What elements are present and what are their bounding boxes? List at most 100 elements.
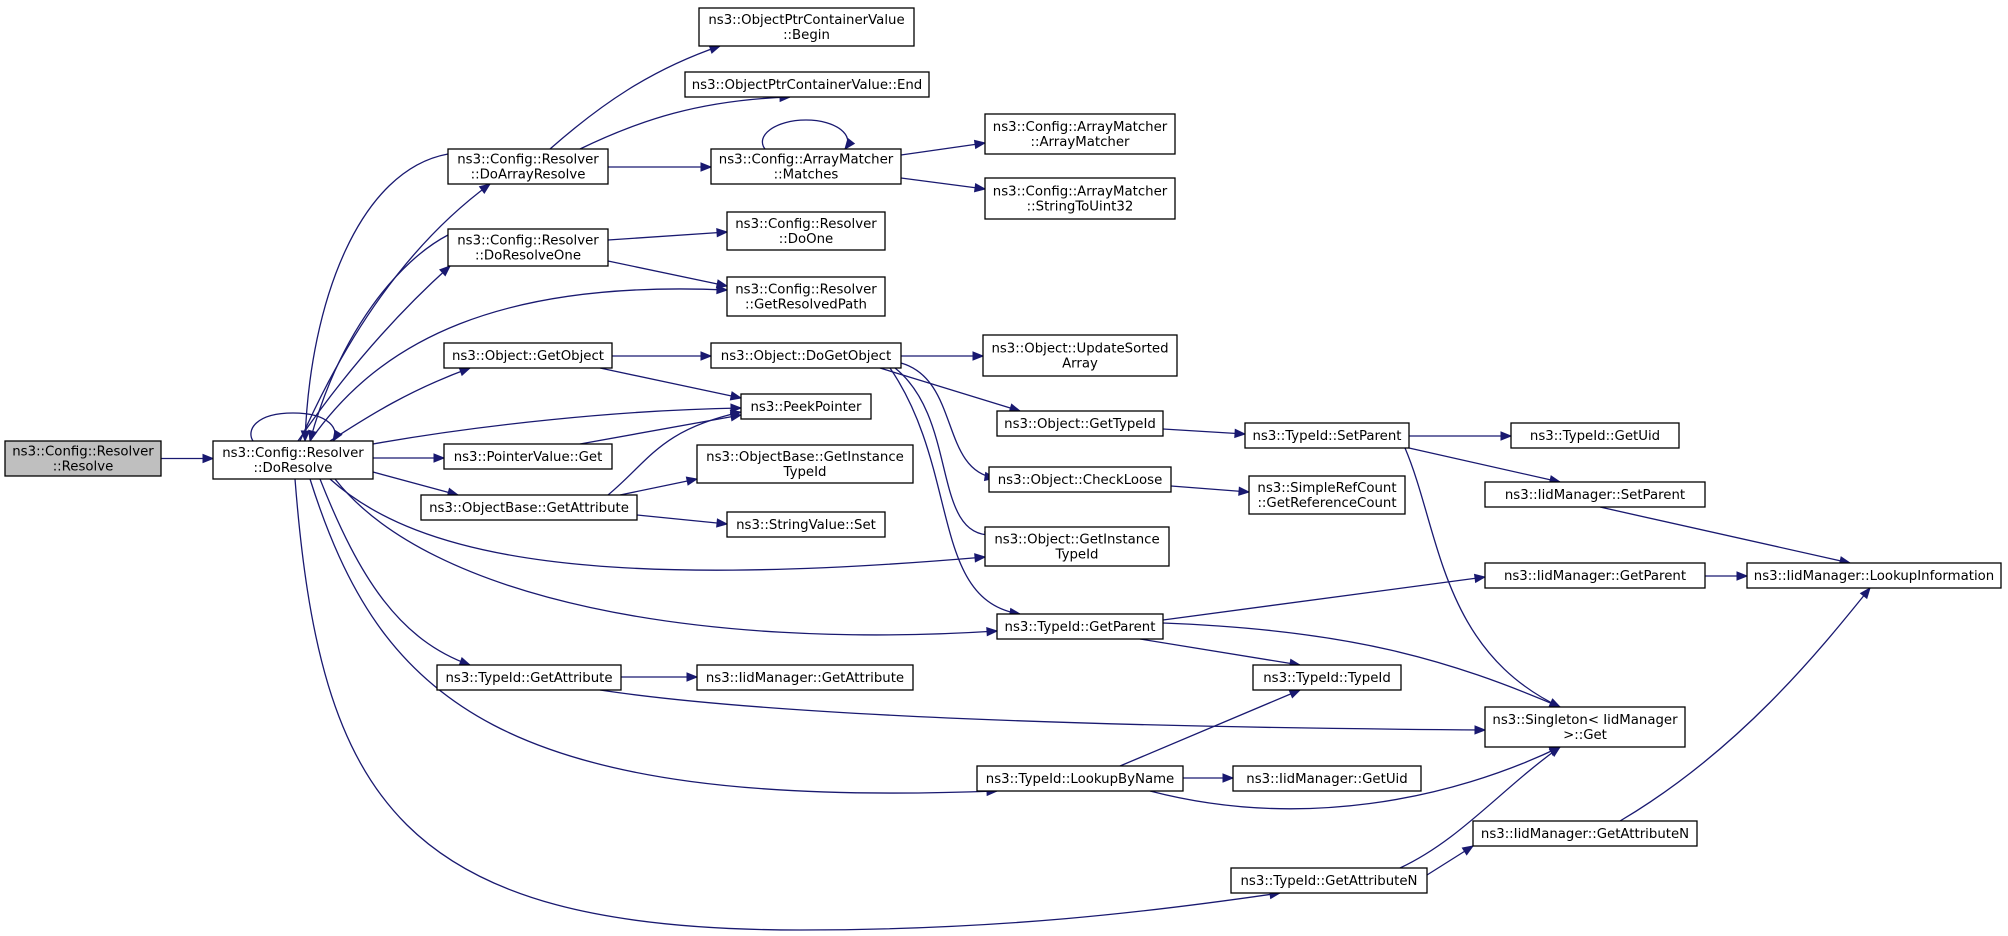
node-doresolve[interactable]: ns3::Config::Resolver::DoResolve (212, 440, 374, 480)
node-box (1230, 867, 1428, 894)
edge-doresolve-to-tidgetparent (334, 478, 999, 637)
edge-line (900, 142, 986, 156)
arrowhead-icon (716, 518, 729, 528)
edge-tidgetattribute-to-singletonget (599, 689, 1487, 735)
node-tidgetattribute[interactable]: ns3::TypeId::GetAttribute (436, 664, 622, 691)
node-label: ::GetResolvedPath (745, 298, 867, 313)
node-tidsetparent[interactable]: ns3::TypeId::SetParent (1244, 422, 1410, 449)
edge-line (1139, 638, 1301, 666)
arrowhead-icon (1238, 486, 1251, 496)
node-box (696, 444, 914, 484)
node-getobject[interactable]: ns3::Object::GetObject (443, 342, 613, 369)
node-box (1510, 422, 1680, 449)
edge-doresolve-to-objgetinstancetypeid (329, 478, 987, 571)
node-amatches[interactable]: ns3::Config::ArrayMatcher::Matches (710, 148, 902, 185)
edge-line (579, 96, 791, 150)
node-box (1484, 481, 1706, 508)
edge-doresolve-to-pvget (373, 453, 446, 463)
node-checkloose[interactable]: ns3::Object::CheckLoose (988, 466, 1172, 493)
node-tidtypeid[interactable]: ns3::TypeId::TypeId (1252, 664, 1402, 691)
node-resolve[interactable]: ns3::Config::Resolver::Resolve (4, 440, 162, 477)
node-dogetobject[interactable]: ns3::Object::DoGetObject (710, 342, 902, 369)
edge-dogetobject-to-updatesorted (901, 351, 985, 361)
node-label: Array (1062, 357, 1098, 372)
node-doresolveone[interactable]: ns3::Config::Resolver::DoResolveOne (447, 228, 609, 267)
node-iidgetparent[interactable]: ns3::IidManager::GetParent (1484, 562, 1706, 589)
edges-layer (161, 44, 1871, 931)
node-label: ns3::Config::ArrayMatcher (719, 153, 894, 168)
node-label: ns3::ObjectPtrContainerValue (708, 13, 904, 28)
arrowhead-icon (730, 403, 743, 413)
node-box (984, 526, 1170, 567)
node-getresolvedpath[interactable]: ns3::Config::Resolver::GetResolvedPath (726, 276, 886, 317)
node-pvget[interactable]: ns3::PointerValue::Get (443, 443, 613, 470)
node-label: ns3::Object::GetTypeId (1004, 417, 1156, 432)
node-lookupbyname[interactable]: ns3::TypeId::LookupByName (976, 765, 1184, 792)
arrowhead-icon (685, 476, 699, 486)
node-box (982, 334, 1178, 377)
edge-line (1162, 576, 1486, 621)
arrowhead-icon (433, 453, 446, 463)
node-box (740, 393, 872, 420)
node-label: ns3::Config::ArrayMatcher (993, 120, 1168, 135)
node-iidgetattribute[interactable]: ns3::IidManager::GetAttribute (696, 664, 914, 691)
node-obgetattribute[interactable]: ns3::ObjectBase::GetAttribute (420, 494, 638, 521)
node-label: ::ArrayMatcher (1031, 135, 1131, 150)
node-label: ns3::Object::GetObject (452, 349, 604, 364)
node-lookupinfo[interactable]: ns3::IidManager::LookupInformation (1746, 562, 2002, 589)
node-label: ns3::TypeId::LookupByName (986, 772, 1174, 787)
node-iidsetparent[interactable]: ns3::IidManager::SetParent (1484, 481, 1706, 508)
node-doarrayresolve[interactable]: ns3::Config::Resolver::DoArrayResolve (447, 148, 609, 185)
node-label: ns3::TypeId::GetParent (1005, 620, 1156, 635)
node-label: ns3::PointerValue::Get (454, 450, 603, 465)
node-box (710, 148, 902, 185)
node-svset[interactable]: ns3::StringValue::Set (726, 511, 886, 538)
arrowhead-icon (973, 139, 987, 150)
edge-line (636, 514, 728, 525)
arrowhead-icon (308, 429, 318, 443)
node-opcend[interactable]: ns3::ObjectPtrContainerValue::End (684, 71, 930, 98)
node-box (447, 228, 609, 267)
arrowhead-icon (700, 162, 713, 172)
arrowhead-icon (715, 279, 729, 289)
node-objgettypeid[interactable]: ns3::Object::GetTypeId (996, 410, 1164, 437)
node-doone[interactable]: ns3::Config::Resolver::DoOne (726, 211, 886, 251)
node-stringtouint32[interactable]: ns3::Config::ArrayMatcher::StringToUint3… (984, 177, 1176, 220)
node-arraymatcher[interactable]: ns3::Config::ArrayMatcher::ArrayMatcher (984, 113, 1176, 155)
arrowhead-icon (1461, 845, 1475, 856)
edge-line (900, 177, 986, 190)
arrowhead-icon (1548, 746, 1562, 757)
edge-doarrayresolve-to-amatches (608, 162, 713, 172)
node-label: ns3::Config::Resolver (222, 446, 364, 461)
edge-obgetattribute-to-peekpointer (607, 409, 743, 496)
node-peekpointer[interactable]: ns3::PeekPointer (740, 393, 872, 420)
edge-line (309, 478, 998, 794)
node-box (443, 443, 613, 470)
arrowhead-icon (202, 453, 215, 464)
node-iidgetattributen[interactable]: ns3::IidManager::GetAttributeN (1472, 820, 1698, 847)
node-tidgetuid[interactable]: ns3::TypeId::GetUid (1510, 422, 1680, 449)
edge-line (619, 478, 698, 496)
node-getrefcount[interactable]: ns3::SimpleRefCount::GetReferenceCount (1248, 475, 1406, 515)
arrowhead-icon (458, 367, 472, 377)
node-tidgetparent[interactable]: ns3::TypeId::GetParent (996, 613, 1164, 640)
edge-doarrayresolve-to-doresolve (300, 153, 449, 443)
node-label: ns3::Config::ArrayMatcher (993, 185, 1168, 200)
node-label: ns3::PeekPointer (750, 400, 862, 415)
node-opcbegin[interactable]: ns3::ObjectPtrContainerValue::Begin (698, 7, 915, 47)
node-box (698, 7, 915, 47)
node-getattributen[interactable]: ns3::TypeId::GetAttributeN (1230, 867, 1428, 894)
node-iidgetuid[interactable]: ns3::IidManager::GetUid (1232, 765, 1422, 792)
node-singletonget[interactable]: ns3::Singleton< IidManager>::Get (1484, 706, 1686, 748)
node-box (726, 211, 886, 251)
node-label: >::Get (1563, 728, 1607, 743)
node-label: ns3::IidManager::GetAttribute (706, 671, 904, 686)
edge-iidsetparent-to-lookupinfo (1599, 506, 1852, 566)
edge-line (599, 367, 742, 399)
edge-line (1408, 447, 1561, 483)
edge-amatches-to-amatches (761, 119, 856, 151)
edge-checkloose-to-getrefcount (1170, 485, 1251, 496)
